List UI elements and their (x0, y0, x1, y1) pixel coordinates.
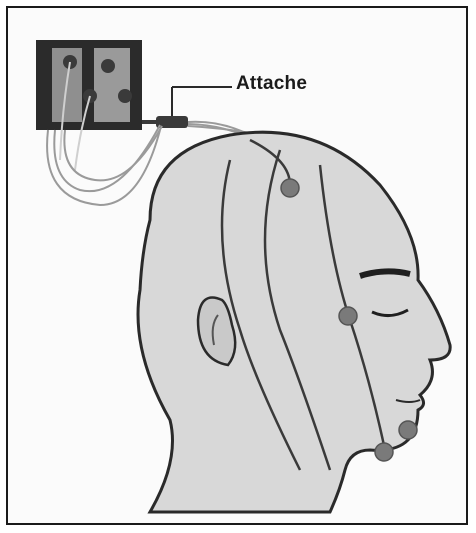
attache-label: Attache (236, 73, 307, 95)
attachment-clip-icon (142, 87, 232, 128)
electrode-panel-icon (36, 40, 142, 170)
